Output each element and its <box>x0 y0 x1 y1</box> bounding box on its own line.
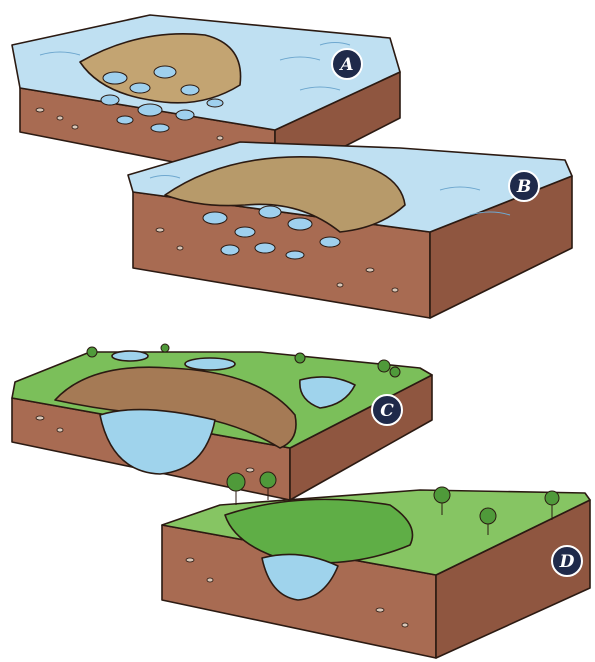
stage-b-label: B <box>516 177 531 197</box>
stage-d-badge: D <box>552 546 582 576</box>
stage-a-badge: A <box>332 49 362 79</box>
block-c: C <box>12 344 432 500</box>
stage-c-label: C <box>380 401 394 421</box>
stage-d-label: D <box>559 552 575 572</box>
stage-b-badge: B <box>509 171 539 201</box>
stage-a-label: A <box>338 55 353 75</box>
block-c-surface-pond-1 <box>185 358 235 370</box>
stage-c-badge: C <box>372 395 402 425</box>
block-b: B <box>128 142 572 318</box>
block-d: D <box>162 472 590 658</box>
block-c-surface-pond-2 <box>112 351 148 361</box>
